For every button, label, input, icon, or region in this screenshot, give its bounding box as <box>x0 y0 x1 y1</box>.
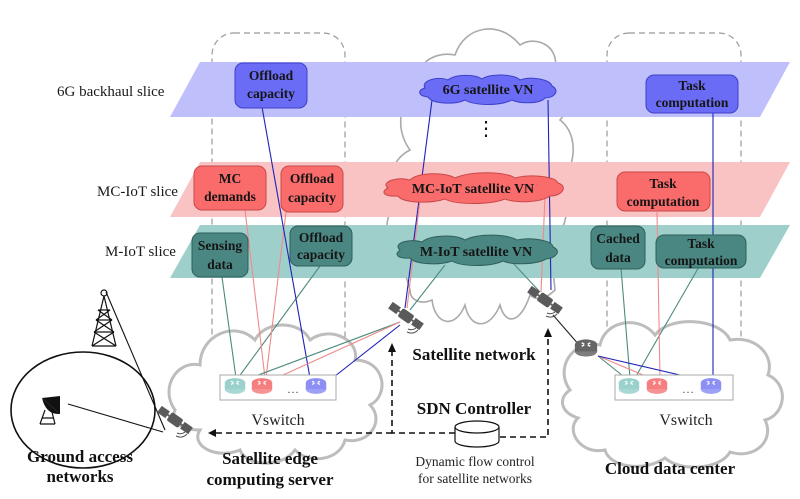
svg-text:M-IoT satellite VN: M-IoT satellite VN <box>420 245 532 260</box>
svg-text:Offload: Offload <box>290 171 335 186</box>
edge-server-title-line1: Satellite edge <box>222 449 318 468</box>
svg-text:data: data <box>207 257 233 272</box>
edge-connection-lines <box>221 106 401 381</box>
satellite-icon-left[interactable] <box>386 300 426 335</box>
arrow-head-right-sat <box>544 328 552 337</box>
router-icon-teal <box>618 377 640 395</box>
svg-text:Offload: Offload <box>249 68 294 83</box>
vn-ellipsis: ⋮ <box>476 118 496 140</box>
svg-text:Task: Task <box>649 176 677 191</box>
svg-text:Sensing: Sensing <box>198 238 243 253</box>
arrow-head-left-sat <box>388 343 396 352</box>
edge-server-title-line2: computing server <box>206 470 333 489</box>
slice-label-m-iot: M-IoT slice <box>105 244 176 260</box>
svg-text:Cached: Cached <box>596 231 640 246</box>
edge-mc-demands-box[interactable]: MC demands <box>193 165 267 211</box>
router-icon-blue <box>700 377 722 395</box>
sdn-control-lines <box>213 335 549 438</box>
cloud-task-box-mc[interactable]: Task computation <box>616 171 711 212</box>
edge-offload-box-mc[interactable]: Offload capacity <box>280 165 344 213</box>
satellite-dish-icon <box>39 396 60 425</box>
vn-m-iot-satellite[interactable]: M-IoT satellite VN <box>396 234 558 266</box>
svg-text:capacity: capacity <box>297 247 345 262</box>
svg-text:computation: computation <box>656 95 729 110</box>
slice-label-backhaul: 6G backhaul slice <box>57 84 165 100</box>
cloud-datacenter-title: Cloud data center <box>605 459 736 478</box>
cloud-task-box-m-iot[interactable]: Task computation <box>655 234 747 269</box>
cloud-cached-data-box[interactable]: Cached data <box>590 225 646 270</box>
svg-text:Offload: Offload <box>299 230 344 245</box>
ground-access-title-line2: networks <box>46 467 113 486</box>
svg-text:computation: computation <box>627 194 700 209</box>
svg-text:capacity: capacity <box>247 86 295 101</box>
edge-vswitch-label: Vswitch <box>251 412 304 429</box>
gateway-router-icon[interactable] <box>574 338 598 358</box>
svg-text:…: … <box>287 382 299 396</box>
svg-text:6G satellite VN: 6G satellite VN <box>443 83 534 98</box>
router-icon-teal <box>224 377 246 395</box>
edge-vswitch[interactable]: … <box>219 374 337 401</box>
svg-text:MC-IoT satellite VN: MC-IoT satellite VN <box>412 182 534 197</box>
router-icon-blue <box>305 377 327 395</box>
ground-coverage-ellipse <box>10 351 156 469</box>
arrow-head-edge <box>208 429 216 437</box>
ground-links <box>67 291 166 433</box>
satellite-icon-right[interactable] <box>525 284 565 319</box>
router-icon-red <box>251 377 273 395</box>
svg-text:…: … <box>682 382 694 396</box>
cloud-vswitch[interactable]: … <box>614 374 734 401</box>
router-icon-red <box>646 377 668 395</box>
svg-text:Task: Task <box>678 78 706 93</box>
slice-label-mc-iot: MC-IoT slice <box>97 184 178 200</box>
svg-text:data: data <box>605 250 631 265</box>
edge-offload-box-backhaul[interactable]: Offload capacity <box>234 62 308 109</box>
ground-access-title-line1: Ground access <box>27 447 133 466</box>
cloud-vswitch-label: Vswitch <box>659 412 712 429</box>
svg-text:demands: demands <box>204 189 256 204</box>
svg-text:capacity: capacity <box>288 190 336 205</box>
svg-text:computation: computation <box>665 253 738 268</box>
sdn-description-line2: for satellite networks <box>418 471 532 486</box>
sdn-controller-database-icon[interactable] <box>454 420 500 448</box>
svg-text:Task: Task <box>687 236 715 251</box>
satellite-network-title: Satellite network <box>412 345 536 364</box>
edge-sensing-data-box[interactable]: Sensing data <box>191 232 249 278</box>
edge-offload-box-m-iot[interactable]: Offload capacity <box>289 225 353 267</box>
sdn-controller-title: SDN Controller <box>417 399 532 418</box>
cloud-task-box-backhaul[interactable]: Task computation <box>645 74 739 114</box>
cell-tower-icon <box>91 289 117 347</box>
sdn-description-line1: Dynamic flow control <box>415 454 534 469</box>
vn-mc-iot-satellite[interactable]: MC-IoT satellite VN <box>383 172 564 204</box>
svg-text:MC: MC <box>219 171 242 186</box>
vn-6g-satellite[interactable]: 6G satellite VN <box>419 74 557 105</box>
